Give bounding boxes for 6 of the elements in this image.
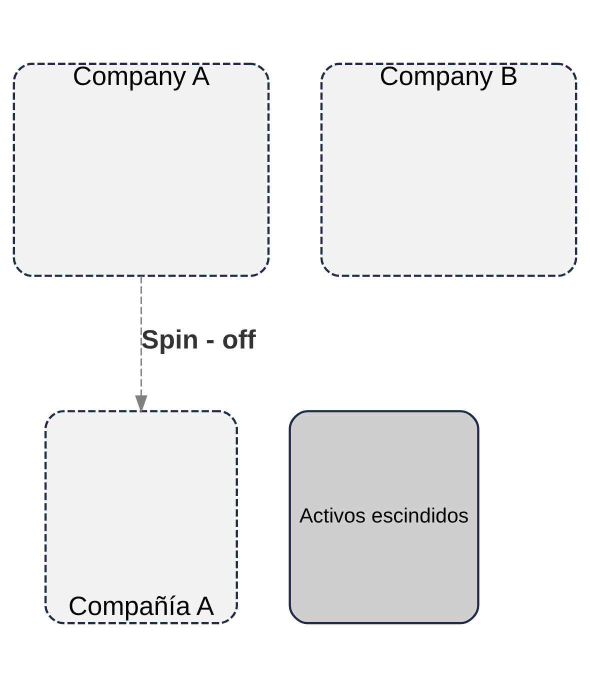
node-box: Activos escindidos (288, 410, 480, 624)
node-box: Company B (320, 62, 578, 277)
node-box: Compañía A (44, 410, 238, 624)
node-box: Company A (12, 62, 270, 277)
arrow (135, 276, 148, 414)
edge-label: Spin - off (141, 324, 256, 355)
